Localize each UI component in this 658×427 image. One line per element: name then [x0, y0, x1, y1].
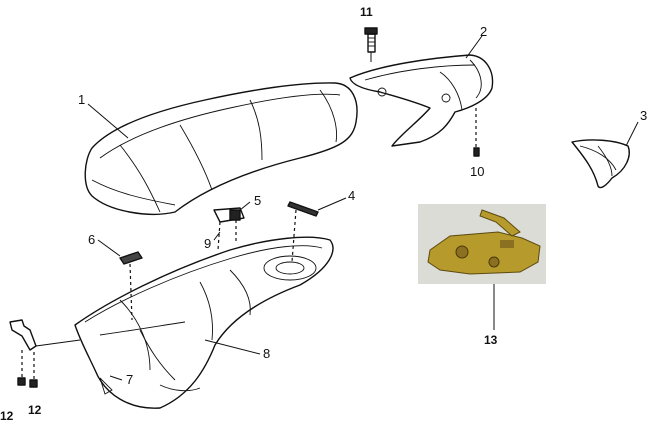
part-bracket — [213, 207, 245, 251]
part-bolt-small — [473, 108, 480, 157]
part-storage-box — [74, 236, 334, 409]
part-rear-carrier — [349, 54, 494, 147]
part-rod — [287, 201, 319, 263]
part-bolt — [364, 27, 378, 62]
label-11: 11 — [360, 5, 373, 19]
label-4: 4 — [348, 188, 355, 203]
part-latch-photo — [418, 204, 546, 330]
label-10: 10 — [470, 164, 484, 179]
label-13: 13 — [484, 333, 498, 347]
label-6: 6 — [88, 232, 95, 247]
label-12b: 12 — [28, 403, 42, 417]
label-7: 7 — [126, 372, 133, 387]
label-1: 1 — [78, 92, 85, 107]
label-2: 2 — [480, 24, 487, 39]
label-12a: 12 — [0, 409, 14, 423]
part-latch — [9, 319, 81, 388]
part-tail-cover — [571, 139, 630, 189]
label-9: 9 — [204, 236, 211, 251]
part-pad — [119, 251, 143, 321]
callout-labels: 1 2 3 4 5 6 7 8 9 10 11 12 12 13 — [0, 5, 647, 423]
label-5: 5 — [254, 193, 261, 208]
part-seat — [84, 82, 358, 215]
leader-lines — [87, 35, 639, 381]
label-3: 3 — [640, 108, 647, 123]
label-8: 8 — [263, 346, 270, 361]
